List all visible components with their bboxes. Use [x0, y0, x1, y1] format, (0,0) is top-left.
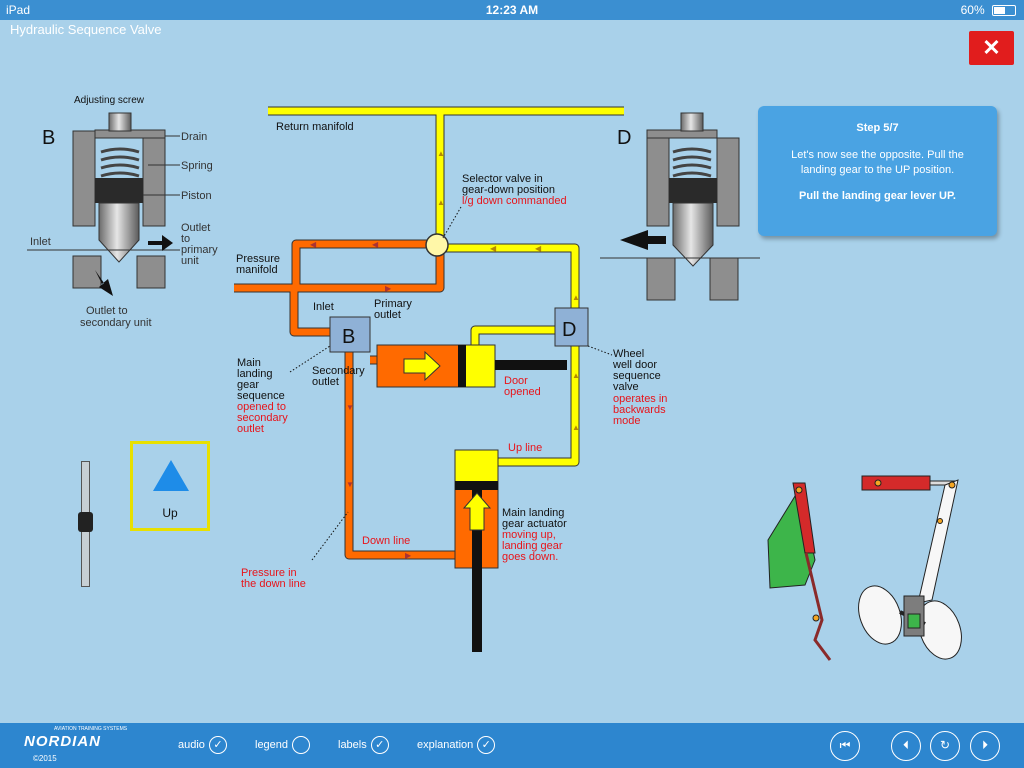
- valve-b-letter: B: [42, 127, 55, 149]
- gear-up-button[interactable]: Up: [130, 441, 210, 531]
- svg-text:▶: ▶: [405, 551, 412, 560]
- wheel-door-sequence-state: operates in backwards mode: [613, 393, 671, 427]
- empty-circle-icon[interactable]: [292, 736, 311, 754]
- check-icon[interactable]: ✓: [477, 736, 496, 754]
- audio-toggle-label: audio: [178, 738, 205, 751]
- logo-tagline: AVIATION TRAINING SYSTEMS: [54, 726, 128, 732]
- arrow-down-icon: [95, 270, 113, 296]
- gear-lever-handle[interactable]: [78, 512, 93, 532]
- spring-label: Spring: [181, 160, 213, 172]
- down-line-label: Down line: [362, 535, 410, 547]
- next-icon[interactable]: ⏵: [970, 731, 1000, 761]
- check-icon[interactable]: ✓: [370, 736, 389, 754]
- inlet-schematic-label: Inlet: [313, 301, 334, 313]
- selector-valve-label: Selector valve in gear-down position: [462, 173, 555, 196]
- selector-state-label: l/g down commanded: [462, 195, 567, 207]
- valve-b-schematic-label: B: [342, 326, 355, 348]
- main-gear-sequence-label: Main landing gear sequence: [237, 357, 285, 402]
- actuator-label: Main landing gear actuator: [502, 507, 567, 530]
- secondary-outlet-label: Secondary outlet: [312, 365, 368, 388]
- landing-gear-illustration: [767, 475, 962, 661]
- pressure-lines-fill: [234, 240, 455, 559]
- rewind-icon[interactable]: ⏮: [830, 731, 860, 761]
- arrow-left-icon: [620, 230, 666, 250]
- gear-lever-track[interactable]: [78, 461, 93, 587]
- door-actuator: [376, 344, 567, 388]
- page-title: Hydraulic Sequence Valve: [10, 22, 162, 37]
- svg-text:◀: ◀: [372, 240, 379, 249]
- device-label: iPad: [6, 3, 31, 17]
- actuator-state-label: moving up, landing gear goes down.: [502, 529, 566, 563]
- svg-text:▶: ▶: [385, 284, 392, 293]
- valve-d-letter: D: [617, 127, 631, 149]
- status-bar: iPad 12:23 AM 60%: [0, 0, 1024, 20]
- valve-d-schematic-label: D: [562, 319, 576, 341]
- return-lines-fill: [268, 107, 624, 466]
- close-button[interactable]: ✕: [969, 31, 1014, 65]
- svg-text:▲: ▲: [437, 149, 445, 158]
- labels-toggle-label: labels: [338, 738, 367, 751]
- step-text: Let's now see the opposite. Pull the lan…: [791, 149, 964, 176]
- main-gear-actuator: [454, 449, 499, 652]
- nordian-logo: AVIATION TRAINING SYSTEMS NORDIAN: [24, 726, 127, 750]
- explanation-toggle-label: explanation: [417, 738, 474, 751]
- door-state-label: Door opened: [504, 375, 541, 398]
- arrow-right-icon: [148, 235, 173, 251]
- outlet-secondary-label: Outlet to secondary unit: [80, 305, 152, 329]
- triangle-up-icon: [153, 460, 189, 491]
- previous-icon[interactable]: ⏴: [891, 731, 921, 761]
- clock: 12:23 AM: [485, 3, 539, 17]
- return-manifold-label: Return manifold: [276, 121, 354, 133]
- svg-text:▲: ▲: [437, 198, 445, 207]
- selector-valve: [425, 233, 449, 257]
- step-counter: Step 5/7: [856, 122, 899, 134]
- svg-text:▲: ▲: [572, 423, 580, 432]
- copyright: ©2015: [33, 754, 57, 763]
- check-icon[interactable]: ✓: [208, 736, 227, 754]
- svg-text:▼: ▼: [346, 403, 354, 412]
- svg-text:▼: ▼: [346, 480, 354, 489]
- valve-d-box: [554, 307, 589, 347]
- flow-arrows: ▲ ▲ ▲ ▲ ▲ ◀ ◀ ◀ ◀ ▶ ▼ ▼ ▶: [310, 149, 580, 560]
- piston-label: Piston: [181, 190, 212, 202]
- pressure-manifold-label: Pressure manifold: [236, 253, 283, 276]
- legend-toggle[interactable]: legend: [255, 736, 311, 754]
- valve-b-detail: B Adjusting screw Drain Spring Piston Ou…: [27, 95, 221, 329]
- svg-text:▲: ▲: [572, 371, 580, 380]
- battery-percent: 60%: [960, 3, 985, 17]
- svg-text:◀: ◀: [310, 240, 317, 249]
- outlet-primary-label: Outlet to primary unit: [181, 222, 221, 267]
- up-line-label: Up line: [508, 442, 542, 454]
- svg-text:▲: ▲: [572, 293, 580, 302]
- wheel-door-sequence-label: Wheel well door sequence valve: [612, 348, 664, 393]
- svg-text:◀: ◀: [490, 244, 497, 253]
- labels-toggle[interactable]: labels✓: [338, 736, 389, 754]
- battery-indicator: 60%: [961, 3, 1016, 17]
- battery-icon: [992, 5, 1016, 17]
- valve-b-box: [329, 316, 371, 353]
- drain-label: Drain: [181, 131, 207, 143]
- valve-d-detail: D: [600, 112, 760, 301]
- legend-toggle-label: legend: [255, 738, 289, 751]
- bottom-bar: AVIATION TRAINING SYSTEMS NORDIAN ©2015 …: [0, 723, 1024, 768]
- inlet-label: Inlet: [30, 236, 51, 248]
- logo-text: NORDIAN: [24, 733, 101, 750]
- pressure-down-line-label: Pressure in the down line: [241, 567, 306, 590]
- step-action: Pull the landing gear lever UP.: [799, 190, 956, 202]
- primary-outlet-label: Primary outlet: [374, 298, 415, 321]
- main-gear-sequence-state: opened to secondary outlet: [237, 401, 291, 435]
- gear-up-label: Up: [162, 506, 178, 520]
- audio-toggle[interactable]: audio✓: [178, 736, 227, 754]
- step-panel: Step 5/7 Let's now see the opposite. Pul…: [758, 106, 997, 236]
- svg-text:◀: ◀: [535, 244, 542, 253]
- replay-icon[interactable]: ↻: [930, 731, 960, 761]
- adjusting-screw-label: Adjusting screw: [74, 95, 145, 106]
- explanation-toggle[interactable]: explanation✓: [417, 736, 496, 754]
